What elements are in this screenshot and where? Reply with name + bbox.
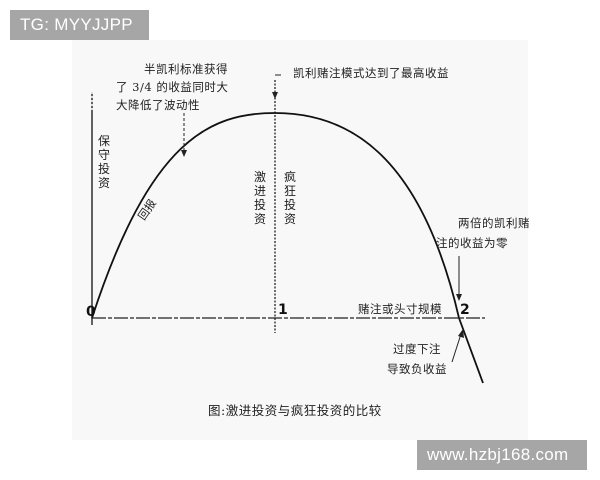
overbet-arrow-line: [451, 333, 462, 363]
half-kelly-note-line3: 大降低了波动性: [116, 98, 200, 112]
overbet-arrow-icon: [458, 329, 464, 338]
figure-caption: 图:激进投资与疯狂投资的比较: [208, 403, 382, 418]
bet-size-axis-label: 赌注或头寸规模: [358, 302, 442, 316]
double-kelly-arrow-icon: [456, 294, 462, 301]
tick-0: 0: [86, 304, 96, 320]
watermark-bottom: www.hzbj168.com: [417, 440, 587, 470]
crazy-region-label: 疯狂投资: [284, 170, 297, 226]
kelly-arrow-icon: [272, 92, 278, 99]
half-kelly-note-line1: 半凯利标准获得: [144, 62, 228, 76]
watermark-top: TG: MYYJJPP: [10, 10, 149, 40]
half-kelly-arrow-icon: [181, 150, 187, 157]
half-kelly-note-line2: 了 3/4 的收益同时大: [116, 80, 229, 94]
tick-2: 2: [460, 302, 470, 318]
overbet-note-line2: 导致负收益: [387, 362, 447, 376]
tick-1: 1: [278, 302, 288, 318]
double-kelly-note-line1: 两倍的凯利赌: [458, 216, 530, 230]
growth-curve: [91, 112, 484, 384]
overbet-note-line1: 过度下注: [393, 342, 441, 356]
conservative-region-label: 保守投资: [98, 134, 111, 190]
diagram-paper: [72, 40, 528, 440]
double-kelly-note-line2: 注的收益为零: [436, 236, 508, 250]
aggressive-region-label: 激进投资: [254, 170, 267, 226]
kelly-max-note: 凯利赌注模式达到了最高收益: [293, 66, 449, 80]
